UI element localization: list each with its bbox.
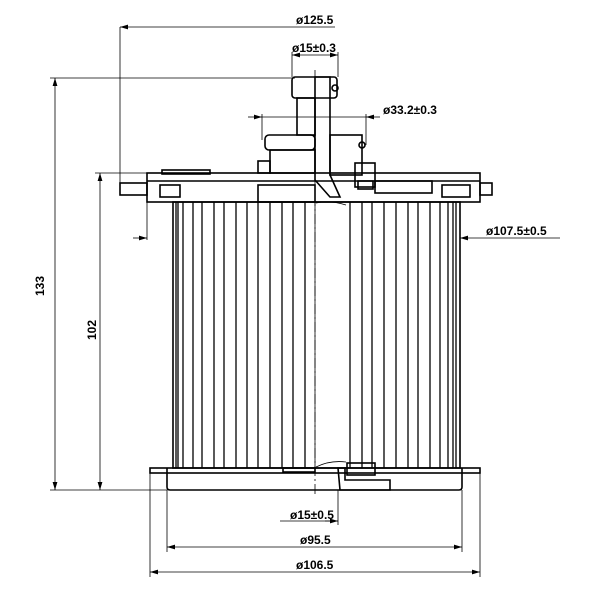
filter-pleats (175, 202, 457, 468)
dim-outer-flange-diameter: ø125.5 (296, 13, 334, 27)
center-tube-cutaway (316, 203, 346, 467)
dim-element-height: 102 (85, 320, 99, 340)
dim-seal-diameter: ø33.2±0.3 (383, 103, 437, 117)
dim-top-outlet-diameter: ø15±0.3 (292, 41, 336, 55)
dim-bottom-inner-diameter: ø95.5 (300, 533, 331, 547)
dim-overall-height: 133 (33, 276, 47, 296)
dimension-lines (50, 24, 560, 577)
dim-body-diameter: ø107.5±0.5 (486, 224, 547, 238)
dim-bottom-outer-diameter: ø106.5 (296, 558, 334, 572)
dim-bottom-bore-diameter: ø15±0.5 (290, 508, 334, 522)
top-cap (119, 76, 493, 203)
